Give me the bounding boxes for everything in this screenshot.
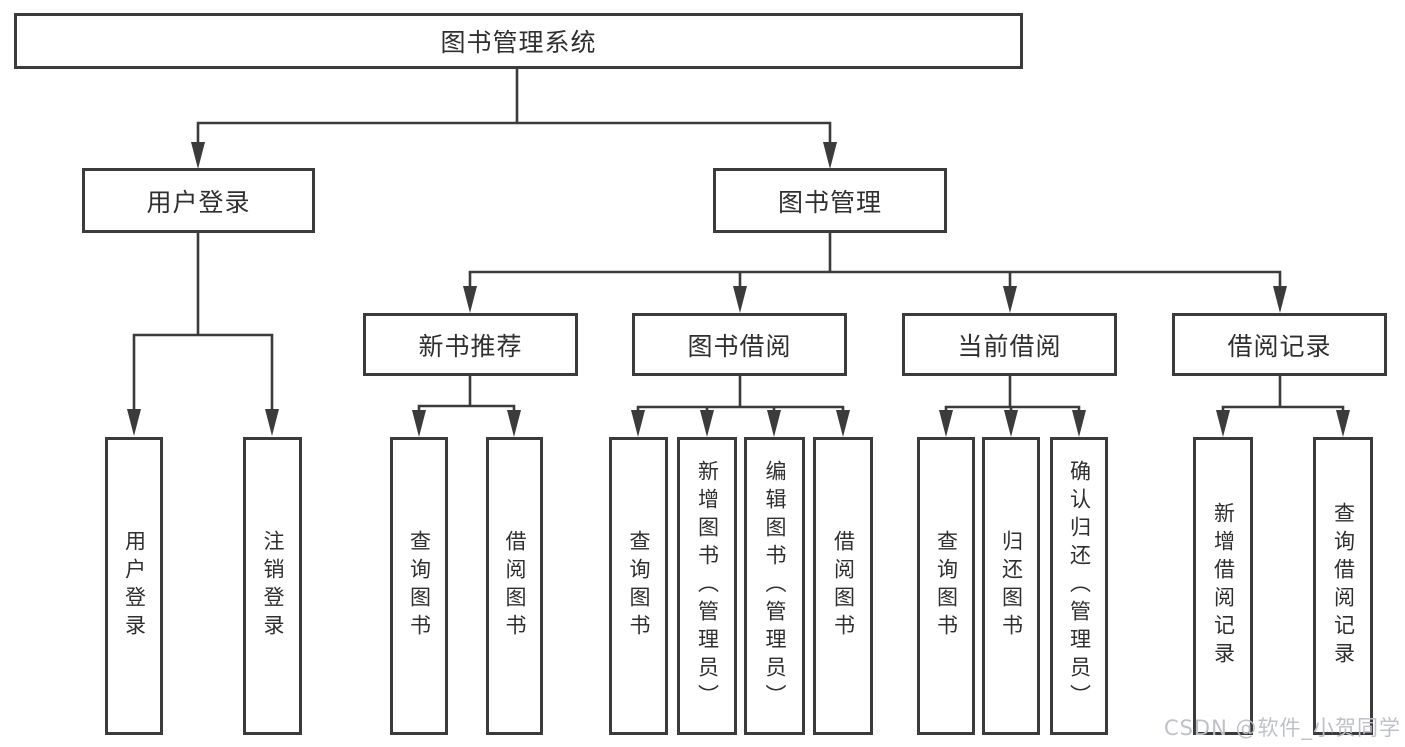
node-leaf-borrow-book-recommend: 借阅图书 bbox=[486, 437, 543, 735]
node-borrow-record: 借阅记录 bbox=[1172, 313, 1387, 376]
connector-borrow-record-children bbox=[1221, 374, 1345, 418]
node-leaf-confirm-return-admin: 确认归还（管理员） bbox=[1050, 437, 1108, 735]
node-user-login-label: 用户登录 bbox=[146, 187, 251, 217]
connector-root-to-level2 bbox=[196, 67, 832, 150]
node-book-management-label: 图书管理 bbox=[777, 187, 882, 217]
node-leaf-query-book-current: 查询图书 bbox=[917, 437, 975, 735]
node-leaf-borrow-book-label: 借阅图书 bbox=[831, 530, 856, 642]
node-leaf-borrow-book: 借阅图书 bbox=[813, 437, 873, 735]
node-leaf-query-book-recommend: 查询图书 bbox=[390, 437, 448, 735]
node-root: 图书管理系统 bbox=[14, 13, 1023, 69]
node-leaf-confirm-return-admin-label: 确认归还（管理员） bbox=[1067, 460, 1092, 712]
node-leaf-add-book-admin: 新增图书（管理员） bbox=[677, 437, 737, 735]
node-leaf-add-borrow-record: 新增借阅记录 bbox=[1193, 437, 1253, 735]
node-leaf-logout-label: 注销登录 bbox=[261, 530, 286, 642]
arrowheads bbox=[127, 142, 1350, 437]
node-leaf-user-login-label: 用户登录 bbox=[122, 530, 147, 642]
node-new-book-recommend-label: 新书推荐 bbox=[418, 331, 523, 361]
node-leaf-logout: 注销登录 bbox=[243, 437, 302, 735]
connector-user-login-children bbox=[132, 231, 274, 417]
node-leaf-add-borrow-record-label: 新增借阅记录 bbox=[1211, 502, 1236, 670]
connector-new-book-recommend-children bbox=[417, 374, 516, 418]
node-leaf-return-book: 归还图书 bbox=[982, 437, 1040, 735]
connector-book-borrow-children bbox=[636, 374, 845, 418]
node-leaf-user-login: 用户登录 bbox=[105, 437, 163, 735]
node-leaf-query-book-borrow: 查询图书 bbox=[609, 437, 668, 735]
node-leaf-edit-book-admin-label: 编辑图书（管理员） bbox=[763, 460, 788, 712]
node-leaf-return-book-label: 归还图书 bbox=[999, 530, 1024, 642]
node-leaf-query-borrow-record-label: 查询借阅记录 bbox=[1331, 502, 1356, 670]
node-book-borrow-label: 图书借阅 bbox=[687, 331, 792, 361]
node-leaf-add-book-admin-label: 新增图书（管理员） bbox=[695, 460, 720, 712]
node-borrow-record-label: 借阅记录 bbox=[1227, 331, 1332, 361]
node-leaf-query-book-current-label: 查询图书 bbox=[934, 530, 959, 642]
node-leaf-edit-book-admin: 编辑图书（管理员） bbox=[744, 437, 805, 735]
node-root-label: 图书管理系统 bbox=[440, 28, 597, 57]
node-current-borrow: 当前借阅 bbox=[902, 313, 1117, 376]
node-book-management: 图书管理 bbox=[713, 168, 947, 233]
node-new-book-recommend: 新书推荐 bbox=[363, 313, 578, 376]
node-book-borrow: 图书借阅 bbox=[632, 313, 847, 376]
node-user-login: 用户登录 bbox=[82, 168, 315, 233]
node-leaf-query-borrow-record: 查询借阅记录 bbox=[1313, 437, 1373, 735]
connector-book-management-children bbox=[468, 231, 1282, 294]
node-leaf-query-book-borrow-label: 查询图书 bbox=[627, 530, 652, 642]
node-leaf-query-book-recommend-label: 查询图书 bbox=[407, 530, 432, 642]
csdn-watermark: CSDN @软件_小贺同学 bbox=[1163, 716, 1401, 740]
node-current-borrow-label: 当前借阅 bbox=[957, 331, 1062, 361]
node-leaf-borrow-book-recommend-label: 借阅图书 bbox=[503, 530, 528, 642]
